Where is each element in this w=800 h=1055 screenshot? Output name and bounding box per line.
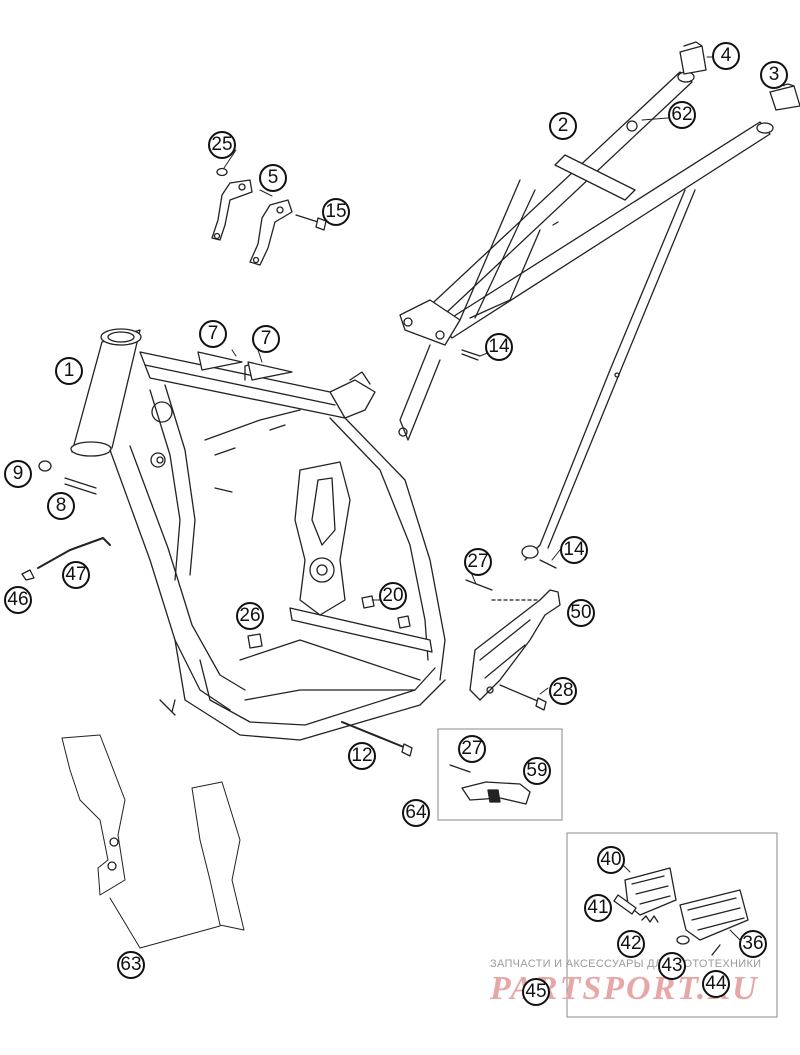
callout-4: 4 [712, 42, 740, 70]
callout-43: 43 [658, 952, 686, 980]
callout-12: 12 [348, 742, 376, 770]
callout-59: 59 [523, 757, 551, 785]
callout-63: 63 [117, 951, 145, 979]
callout-27a: 27 [464, 548, 492, 576]
callout-5: 5 [259, 164, 287, 192]
callout-8: 8 [47, 492, 75, 520]
engine-brackets [211, 167, 327, 266]
callout-14b: 14 [560, 536, 588, 564]
callout-1: 1 [55, 357, 83, 385]
callout-28: 28 [549, 677, 577, 705]
callout-45: 45 [522, 978, 550, 1006]
callout-20: 20 [379, 582, 407, 610]
watermark-tagline: ЗАПЧАСТИ И АКСЕССУАРЫ ДЛЯ МОТОТЕХНИКИ [490, 958, 762, 970]
leader-lines [223, 56, 785, 941]
callout-62: 62 [668, 101, 696, 129]
chain-slider-box [437, 728, 563, 821]
callout-50: 50 [567, 599, 595, 627]
callout-44: 44 [702, 970, 730, 998]
callout-36: 36 [739, 930, 767, 958]
callout-46: 46 [4, 586, 32, 614]
callout-27b: 27 [458, 735, 486, 763]
chain-guide [469, 589, 561, 701]
callout-25: 25 [208, 131, 236, 159]
callout-40: 40 [597, 846, 625, 874]
hardware [21, 349, 557, 773]
callout-47: 47 [62, 561, 90, 589]
main-frame [70, 328, 446, 741]
callout-26: 26 [236, 602, 264, 630]
grommets [679, 41, 800, 111]
callout-64: 64 [402, 799, 430, 827]
callout-15: 15 [322, 198, 350, 226]
rear-subframe [398, 71, 774, 561]
callout-41: 41 [584, 894, 612, 922]
callout-42: 42 [617, 930, 645, 958]
callout-9: 9 [4, 460, 32, 488]
callout-7b: 7 [252, 325, 280, 353]
callout-7a: 7 [199, 320, 227, 348]
footrest-box [566, 832, 778, 1018]
frame-protectors [61, 734, 245, 949]
callout-3: 3 [760, 61, 788, 89]
callout-14a: 14 [485, 333, 513, 361]
callout-2: 2 [549, 112, 577, 140]
